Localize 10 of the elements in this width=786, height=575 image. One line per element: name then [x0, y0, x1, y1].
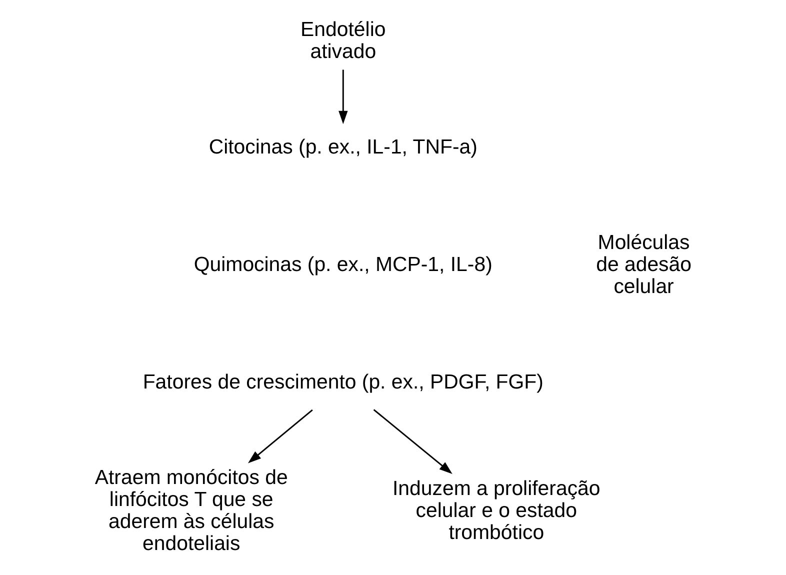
node-text: Citocinas (p. ex., IL-1, TNF-a): [208, 136, 477, 159]
node-text: Induzem a proliferação celular e o estado trombótico: [392, 478, 600, 544]
node-text: Endotélio ativado: [300, 19, 386, 63]
node-text: Atraem monócitos de linfócitos T que se aderem às células endoteliais: [94, 467, 288, 555]
arrow: [372, 409, 452, 474]
label: Moléculas de adesão celular: [596, 232, 691, 298]
arrow: [338, 70, 348, 124]
node-text: Quimocinas (p. ex., MCP-1, IL-8): [193, 254, 492, 276]
node-text: Fatores de crescimento (p. ex., PDGF, FGF): [142, 371, 543, 394]
arrow: [247, 409, 312, 464]
